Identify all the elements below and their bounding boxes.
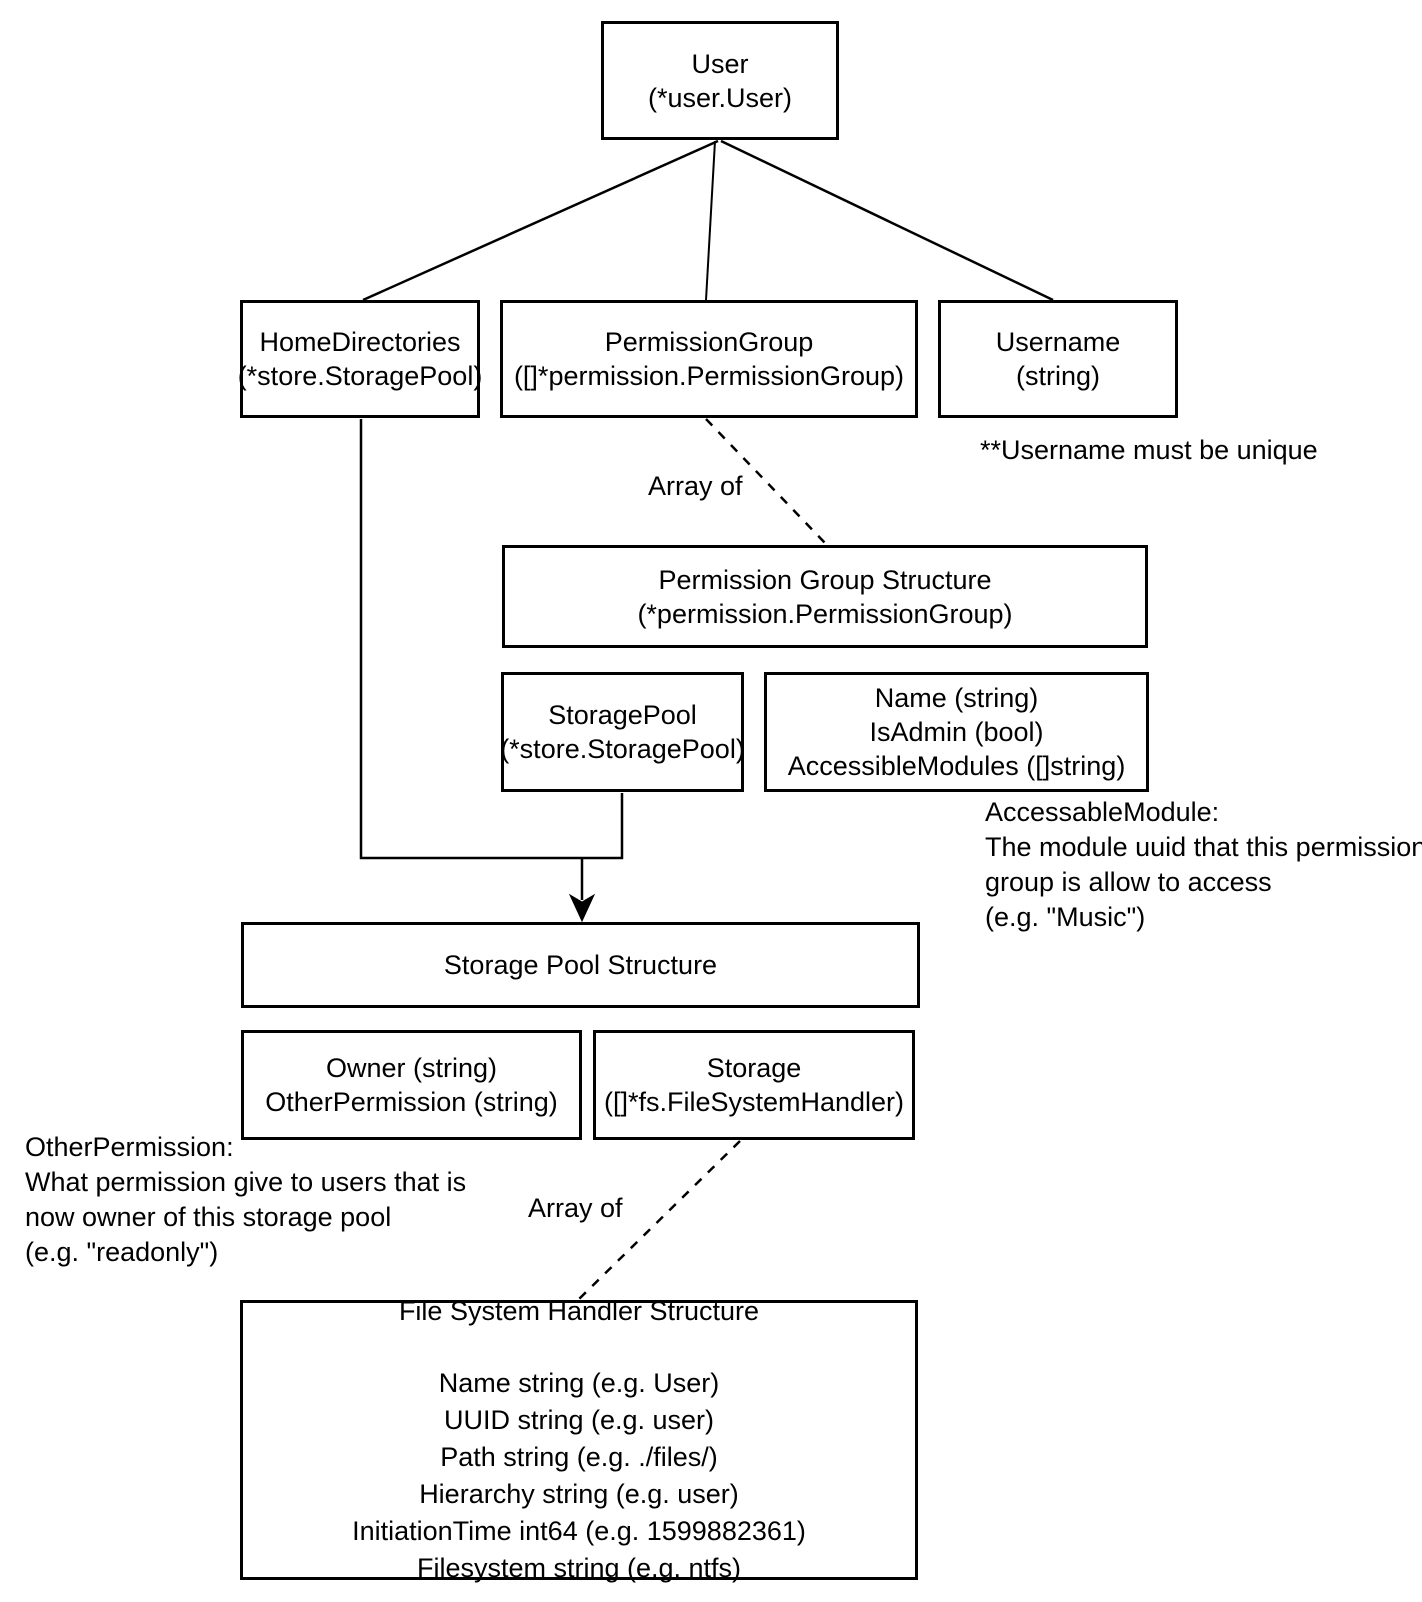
note-other-permission-line: What permission give to users that is bbox=[25, 1167, 467, 1197]
edge-user-permissiongroup bbox=[705, 140, 716, 301]
fsh-field-hierarchy: Hierarchy string (e.g. user) bbox=[419, 1478, 739, 1509]
node-permission-fields: Name (string) IsAdmin (bool) AccessibleM… bbox=[764, 672, 1149, 792]
node-user: User (*user.User) bbox=[601, 21, 839, 140]
fsh-field-uuid: UUID string (e.g. user) bbox=[443, 1404, 715, 1435]
note-accessable-module-line: The module uuid that this permission bbox=[985, 832, 1422, 862]
node-storage-title: Storage bbox=[706, 1053, 802, 1083]
edge-label-array-of-permission: Array of bbox=[648, 471, 743, 501]
node-home-directories-title: HomeDirectories bbox=[259, 327, 461, 357]
edge-user-homedirectories bbox=[362, 139, 719, 302]
node-user-title: User bbox=[691, 48, 749, 79]
arrowhead-storage-pool-structure bbox=[568, 893, 596, 923]
note-username-unique: **Username must be unique bbox=[980, 435, 1318, 465]
node-fsh-title: File System Handler Structure bbox=[398, 1295, 760, 1326]
edge-user-username bbox=[720, 139, 1054, 302]
note-other-permission-line: now owner of this storage pool bbox=[25, 1202, 392, 1232]
owner-field-otherpermission: OtherPermission (string) bbox=[265, 1087, 558, 1117]
node-storage-pool: StoragePool (*store.StoragePool) bbox=[500, 672, 745, 792]
note-other-permission-line: (e.g. "readonly") bbox=[25, 1237, 219, 1267]
node-owner-fields: Owner (string) OtherPermission (string) bbox=[241, 1030, 582, 1140]
node-permission-group: PermissionGroup ([]*permission.Permissio… bbox=[500, 300, 918, 418]
node-file-system-handler-structure: File System Handler Structure Name strin… bbox=[240, 1296, 918, 1583]
node-permission-group-type: ([]*permission.PermissionGroup) bbox=[513, 361, 905, 391]
fsh-field-filesystem: Filesystem string (e.g. ntfs) bbox=[416, 1552, 742, 1583]
node-permission-group-structure-type: (*permission.PermissionGroup) bbox=[637, 598, 1013, 629]
permission-field-name: Name (string) bbox=[874, 683, 1039, 713]
node-permission-group-structure: Permission Group Structure (*permission.… bbox=[502, 545, 1148, 648]
node-storage-pool-title: StoragePool bbox=[548, 700, 697, 730]
note-accessable-module: AccessableModule: The module uuid that t… bbox=[985, 795, 1422, 935]
node-storage-pool-structure: Storage Pool Structure bbox=[241, 922, 920, 1008]
node-home-directories: HomeDirectories (*store.StoragePool) bbox=[237, 300, 483, 418]
note-accessable-module-line: AccessableModule: bbox=[985, 797, 1220, 827]
permission-field-isadmin: IsAdmin (bool) bbox=[869, 717, 1044, 747]
fsh-field-name: Name string (e.g. User) bbox=[438, 1367, 720, 1398]
node-permission-group-title: PermissionGroup bbox=[604, 327, 814, 357]
permission-field-accessiblemodules: AccessibleModules ([]string) bbox=[787, 751, 1126, 781]
node-storage-pool-type: (*store.StoragePool) bbox=[500, 734, 745, 764]
node-permission-group-structure-title: Permission Group Structure bbox=[658, 564, 992, 595]
node-username: Username (string) bbox=[938, 300, 1178, 418]
node-user-type: (*user.User) bbox=[647, 82, 793, 113]
node-storage-pool-structure-title: Storage Pool Structure bbox=[443, 950, 718, 980]
note-accessable-module-line: group is allow to access bbox=[985, 867, 1272, 897]
node-username-title: Username bbox=[995, 327, 1121, 357]
edge-label-array-of-storage: Array of bbox=[528, 1193, 623, 1223]
fsh-field-path: Path string (e.g. ./files/) bbox=[440, 1441, 718, 1472]
node-storage: Storage ([]*fs.FileSystemHandler) bbox=[593, 1030, 915, 1140]
node-home-directories-type: (*store.StoragePool) bbox=[237, 361, 483, 391]
node-storage-type: ([]*fs.FileSystemHandler) bbox=[603, 1087, 905, 1117]
note-other-permission: OtherPermission: What permission give to… bbox=[25, 1130, 466, 1270]
node-username-type: (string) bbox=[1015, 361, 1100, 391]
note-other-permission-line: OtherPermission: bbox=[25, 1132, 234, 1162]
note-accessable-module-line: (e.g. "Music") bbox=[985, 902, 1146, 932]
fsh-field-initiationtime: InitiationTime int64 (e.g. 1599882361) bbox=[352, 1515, 806, 1546]
owner-field-owner: Owner (string) bbox=[325, 1053, 498, 1083]
